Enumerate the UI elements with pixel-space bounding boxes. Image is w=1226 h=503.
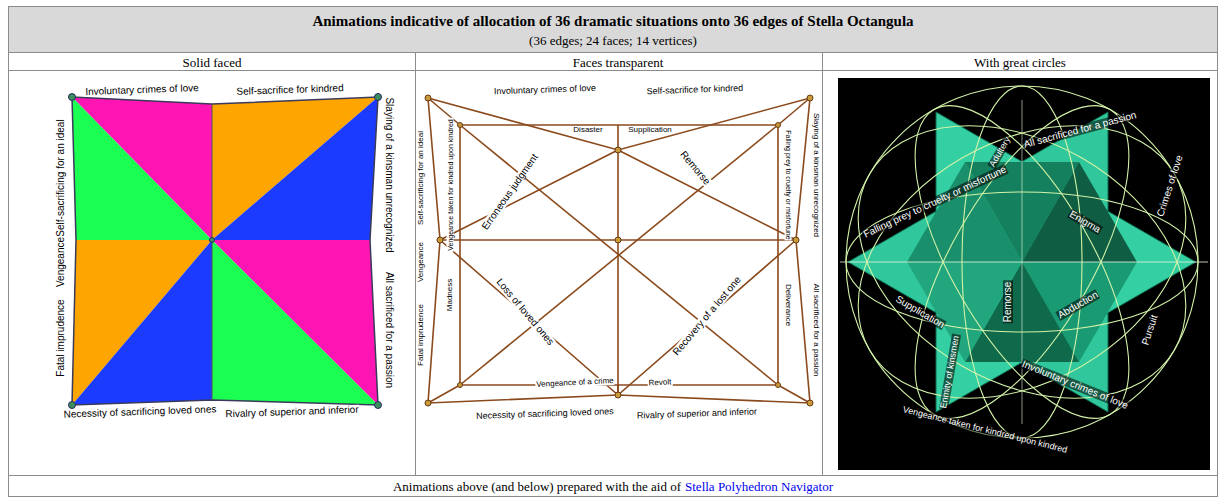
column-heading: Madness <box>446 278 454 312</box>
column-heading: Vengeance <box>56 236 66 288</box>
column-heading: Rivalry of superior and inferior <box>224 405 360 420</box>
footer-row: Animations above (and below) prepared wi… <box>393 480 833 493</box>
column-heading: Necessity of sacrificing loved ones <box>62 404 217 419</box>
column-heading: Self-sacrificing for an ideal <box>417 130 425 226</box>
column-heading: Faces transparent <box>573 56 664 69</box>
column-heading: Deliverance <box>784 283 792 327</box>
column-heading: Fatal imprudence <box>56 298 66 377</box>
edge-label: Remorse <box>1003 281 1013 324</box>
column-heading: Loss of loved ones <box>494 276 557 348</box>
column-heading: Remorse <box>677 148 712 187</box>
column-heading: Vengeance taken for kindred upon kindred <box>447 118 454 252</box>
column-heading: Erroneous judgment <box>480 151 541 232</box>
column-heading: Self-sacrificing for an ideal <box>56 118 66 237</box>
column-heading: Solid faced <box>183 56 242 69</box>
column-heading: Necessity of sacrificing loved ones <box>475 407 615 421</box>
column-heading: All sacrificed for a passion <box>812 283 820 378</box>
column-heading: Self-sacrifice for kindred <box>646 84 745 96</box>
caption: Animations above (and below) prepared wi… <box>393 480 681 493</box>
column-heading: Slaying of a kinsman unrecognized <box>812 112 820 238</box>
column-heading: Disaster <box>572 126 603 134</box>
column-heading: Supplication <box>627 126 673 134</box>
column-heading: All sacrificed for a passion <box>384 271 394 389</box>
table-grid <box>8 7 1218 497</box>
column-heading: Vengeance of a crime <box>535 377 615 389</box>
wireframe-figure <box>428 98 810 403</box>
column-heading: Rivalry of superior and inferior <box>636 407 758 420</box>
column-heading: With great circles <box>974 56 1066 69</box>
column-heading: Slaying of a kinsman unrecognized <box>384 96 394 253</box>
column-heading: Recovery of a lost one <box>671 274 744 358</box>
solid-faced-figure <box>69 94 382 409</box>
header-band <box>8 6 1218 52</box>
column-heading: Revolt <box>647 378 672 387</box>
column-heading: Self-sacrifice for kindred <box>235 83 345 97</box>
wireframe-vertices <box>425 95 813 406</box>
subtitle: (36 edges; 24 faces; 14 vertices) <box>529 34 697 47</box>
link-text: Stella Polyhedron Navigator <box>685 480 833 493</box>
table-title: Animations indicative of allocation of 3… <box>312 14 913 29</box>
column-heading: Fatal imprudence <box>417 303 425 367</box>
column-heading: Involuntary crimes of love <box>493 84 597 97</box>
great-circle-figure <box>810 70 1226 470</box>
column-heading: Involuntary crimes of love <box>84 83 200 97</box>
column-heading: Vengeance <box>417 241 425 283</box>
column-heading: Falling prey to cruelty or misfortune <box>785 129 792 240</box>
